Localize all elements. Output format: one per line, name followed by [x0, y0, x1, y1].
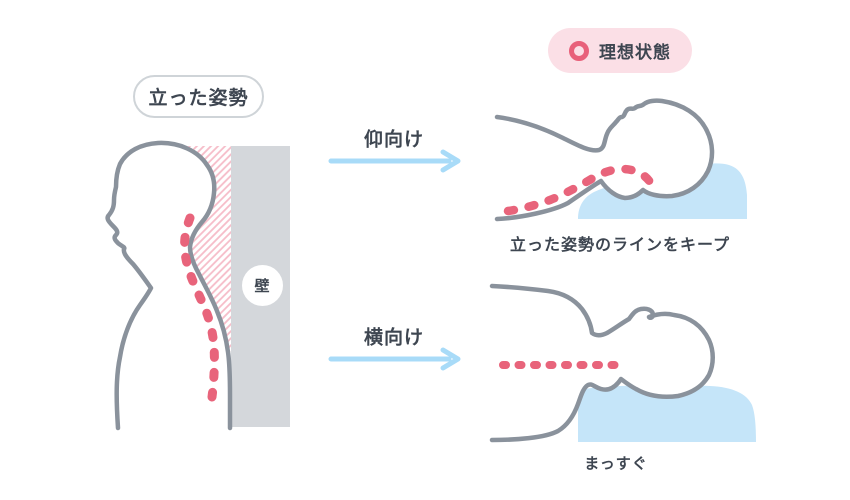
back-position-caption: 立った姿勢のラインをキープ: [509, 237, 731, 254]
side-position-caption: まっすぐ: [584, 455, 648, 473]
pillow-side-sleeping: [578, 384, 756, 442]
standing-posture-title: 立った姿勢: [133, 75, 264, 118]
ideal-state-badge-text: 理想状態: [599, 43, 671, 62]
ideal-ring-icon: [569, 40, 589, 61]
wall-label-circle: 壁: [242, 265, 283, 306]
side-position-label: 横向け: [363, 327, 425, 349]
standing-posture-title-text: 立った姿勢: [148, 88, 249, 109]
gap-hatch-area: [176, 146, 231, 352]
back-sleeping-spine-dotted-line: [503, 164, 655, 216]
wall-label-text: 壁: [254, 278, 271, 295]
back-position-label: 仰向け: [363, 129, 425, 151]
back-sleeping-figure-outline: [494, 98, 715, 222]
standing-spine-dotted-line: [180, 213, 219, 402]
arrow-right-icon-back: [328, 149, 461, 173]
ideal-state-badge: 理想状態: [548, 28, 692, 73]
standing-figure-outline: [105, 140, 233, 431]
arrow-right-icon-side: [328, 347, 461, 371]
